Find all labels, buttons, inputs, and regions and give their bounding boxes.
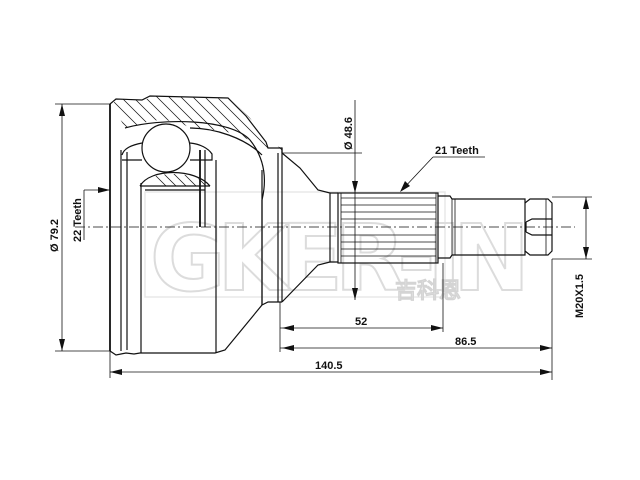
spline-teeth — [340, 193, 437, 263]
outer-spline-label: 21 Teeth — [435, 145, 479, 157]
outer-diameter-label: Ø 79.2 — [49, 219, 61, 252]
watermark: GKER-IN 吉科恩 — [144, 191, 531, 313]
dim-stem-length: 86.5 — [280, 336, 552, 351]
thread-label: M20X1.5 — [574, 274, 586, 318]
dim-shaft-diameter: Ø 48.6 — [282, 100, 362, 300]
spline-length-label: 52 — [355, 316, 367, 328]
ball — [141, 123, 191, 173]
dim-inner-spline: 22 Teeth — [72, 187, 110, 242]
stem-length-label: 86.5 — [455, 336, 476, 348]
overall-length-label: 140.5 — [315, 360, 343, 372]
shaft-diameter-label: Ø 48.6 — [343, 117, 355, 150]
dim-outer-spline: 21 Teeth — [400, 145, 485, 192]
dim-overall-length: 140.5 — [109, 351, 552, 378]
dim-thread: M20X1.5 — [551, 196, 592, 380]
dim-spline-length: 52 — [279, 263, 444, 352]
dim-outer-diameter: Ø 79.2 — [49, 103, 110, 352]
watermark-chinese: 吉科恩 — [395, 279, 461, 304]
inner-spline-label: 22 Teeth — [72, 198, 84, 242]
spline-shaft — [330, 192, 553, 264]
watermark-latin: GKER-IN — [150, 205, 530, 312]
